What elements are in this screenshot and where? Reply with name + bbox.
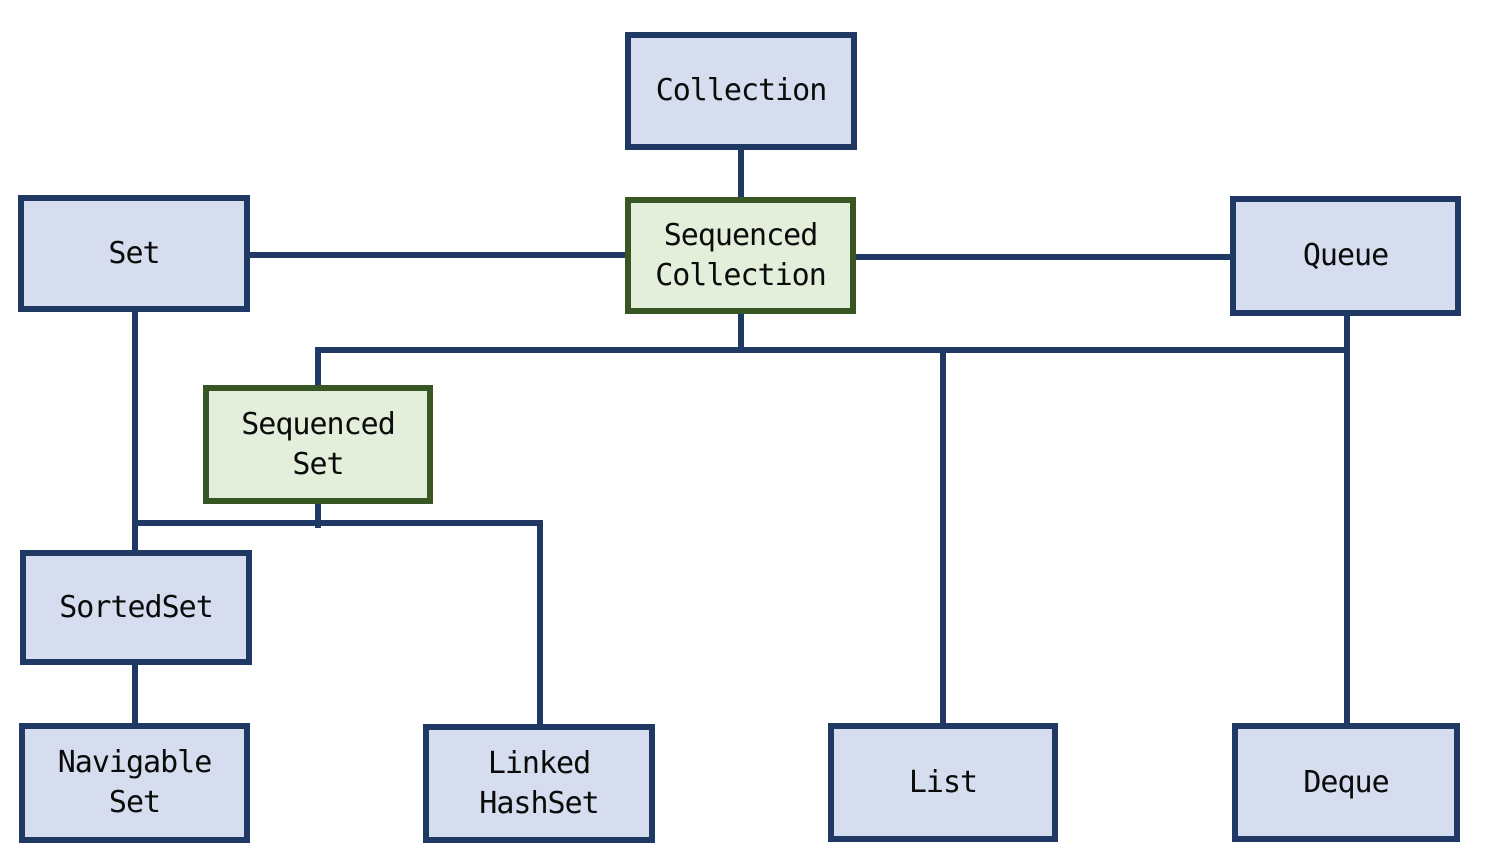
node-sequenced-set-label: Sequenced Set: [241, 406, 396, 482]
edge-sequencedcollection-to-bus: [738, 312, 744, 353]
node-sorted-set-label: SortedSet: [59, 589, 214, 625]
node-deque-label: Deque: [1303, 764, 1389, 800]
edge-bus-horizontal: [315, 347, 1350, 353]
edge-set-to-sortedset: [132, 310, 138, 552]
node-sequenced-set: Sequenced Set: [203, 385, 433, 504]
node-sorted-set: SortedSet: [20, 550, 252, 665]
node-sequenced-collection-label: Sequenced Collection: [655, 217, 827, 293]
edge-lowerbus-horizontal: [132, 520, 543, 526]
node-linked-hash-set-label: Linked HashSet: [479, 745, 599, 821]
edge-sortedset-to-navigableset: [132, 663, 138, 725]
node-collection: Collection: [625, 32, 857, 150]
edge-bus-to-sequencedset: [315, 350, 321, 388]
edge-set-to-sequencedcollection: [248, 252, 626, 258]
node-list: List: [828, 723, 1058, 842]
node-navigable-set-label: Navigable Set: [57, 745, 213, 820]
node-collection-label: Collection: [655, 73, 828, 108]
node-sequenced-collection: Sequenced Collection: [625, 197, 856, 314]
node-deque: Deque: [1232, 723, 1460, 842]
node-queue-label: Queue: [1302, 238, 1389, 273]
edge-sequencedset-to-lowerbus: [315, 502, 321, 528]
node-navigable-set: Navigable Set: [19, 723, 250, 843]
edge-bus-to-list: [940, 350, 946, 725]
edge-queue-to-deque: [1344, 314, 1350, 725]
node-set-label: Set: [108, 235, 160, 271]
edge-sequencedcollection-to-queue: [854, 254, 1232, 260]
edge-lowerbus-to-linkedhashset: [537, 523, 543, 726]
node-queue: Queue: [1230, 196, 1461, 316]
node-linked-hash-set: Linked HashSet: [423, 724, 655, 843]
node-set: Set: [18, 195, 250, 312]
node-list-label: List: [908, 764, 978, 800]
edge-collection-to-sequencedcollection: [738, 148, 744, 200]
